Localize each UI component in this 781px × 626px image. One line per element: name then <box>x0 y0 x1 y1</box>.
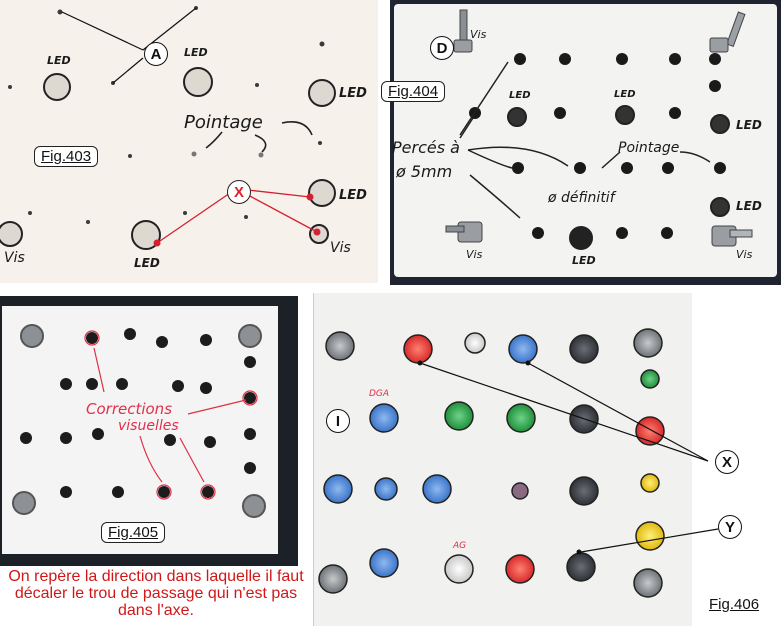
fig403-led-label-4: LED <box>339 188 367 203</box>
fig403-pointage-label: Pointage <box>184 112 263 133</box>
fig404-led-label-1: LED <box>509 90 531 101</box>
fig403-led-holes <box>0 67 336 250</box>
fig406-badge-y: Y <box>718 515 742 539</box>
fig404-pointage-label: Pointage <box>618 140 680 156</box>
fig404-led-label-2: LED <box>614 89 636 100</box>
fig403-led-label-2: LED <box>184 46 208 59</box>
fig404-panel: D Vis Vis Vis LED LED LED LED LED Percés… <box>390 0 781 285</box>
fig405-plate <box>2 306 278 554</box>
fig404-drawing <box>445 9 753 250</box>
fig403-badge-x: X <box>227 180 251 204</box>
fig403-led-label-1: LED <box>47 54 71 67</box>
fig404-led-label-4: LED <box>736 199 762 213</box>
fig405-corrections-line1: Corrections <box>86 400 173 418</box>
fig406-label: Fig.406 <box>709 596 760 613</box>
fig403-vis-label-2: Vis <box>330 240 351 256</box>
fig405-drawing <box>12 324 266 518</box>
fig403-drawing <box>0 6 336 250</box>
fig404-badge-d: D <box>430 36 454 60</box>
fig403-vis-label-1: Vis <box>4 250 25 266</box>
fig404-vis-label-2: Vis <box>466 248 483 261</box>
fig403-panel: A X LED LED LED LED LED Vis Vis Pointage… <box>0 0 378 283</box>
caption-text: On repère la direction dans laquelle il … <box>8 568 304 619</box>
fig404-vis-label-1: Vis <box>470 28 487 41</box>
fig404-led-label-5: LED <box>572 254 596 267</box>
fig404-screws <box>445 9 753 247</box>
fig406-note-dga: DGA <box>369 389 390 399</box>
fig405-label: Fig.405 <box>101 522 166 543</box>
fig404-perces-line2: ø 5mm <box>396 162 453 181</box>
fig406-buttons <box>318 328 665 598</box>
fig404-led-holes <box>507 105 730 250</box>
fig404-vis-label-3: Vis <box>736 248 753 261</box>
fig406-panel: I X Y DGA AG Fig.406 <box>313 293 781 626</box>
fig404-perces-line1: Percés à <box>392 138 460 157</box>
fig403-led-label-3: LED <box>339 86 367 101</box>
fig406-badge-x: X <box>715 450 739 474</box>
fig403-badge-a: A <box>144 42 168 66</box>
fig404-led-label-3: LED <box>736 118 762 132</box>
fig404-definitif-label: ø définitif <box>548 190 615 206</box>
fig404-holes <box>469 53 726 239</box>
fig406-badge-i: I <box>326 409 350 433</box>
fig405-screws <box>12 324 266 518</box>
fig406-note-ag: AG <box>453 541 467 551</box>
fig403-pilot-holes <box>8 6 325 224</box>
fig405-corrections-line2: visuelles <box>118 418 179 434</box>
fig403-label: Fig.403 <box>34 146 99 167</box>
fig406-drawing <box>318 328 719 598</box>
fig405-panel: Corrections visuelles Fig.405 <box>0 296 298 566</box>
fig404-label: Fig.404 <box>381 81 446 102</box>
fig403-led-label-5: LED <box>134 256 160 270</box>
fig405-holes <box>20 328 256 498</box>
